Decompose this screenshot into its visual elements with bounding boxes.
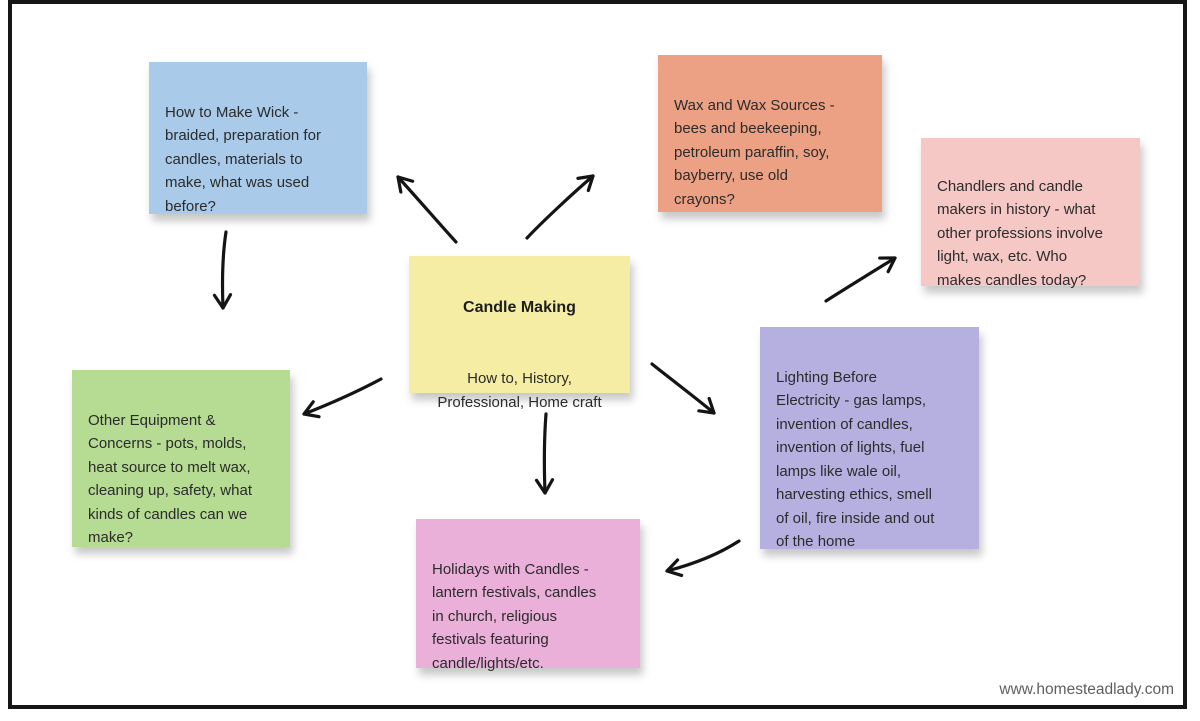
note-lighting-before-electricity: Lighting Before Electricity - gas lamps,… [760, 327, 979, 551]
watermark-url: www.homesteadlady.com [999, 681, 1174, 698]
note-how-to-make-wick: How to Make Wick - braided, preparation … [149, 62, 367, 215]
note-chandlers-history: Chandlers and candle makers in history -… [921, 138, 1140, 289]
center-title: Candle Making [463, 298, 576, 316]
arrow-lighting-to-chandlers [824, 256, 897, 303]
arrow-center-to-lighting [650, 362, 716, 415]
center-subtitle: How to, History, Professional, Home craf… [437, 369, 602, 411]
arrow-center-to-wick [396, 175, 458, 244]
arrow-center-to-wax [525, 174, 595, 240]
arrow-center-to-equipment [302, 377, 383, 419]
note-text: How to Make Wick - braided, preparation … [165, 103, 321, 215]
note-candle-making-center: Candle Making How to, History, Professio… [409, 256, 630, 411]
note-wax-sources: Wax and Wax Sources - bees and beekeepin… [658, 55, 882, 212]
note-text: Wax and Wax Sources - bees and beekeepin… [674, 96, 835, 208]
note-other-equipment: Other Equipment & Concerns - pots, molds… [72, 370, 290, 547]
arrow-center-to-holidays [534, 412, 555, 495]
note-text: Lighting Before Electricity - gas lamps,… [776, 368, 935, 551]
note-text: Other Equipment & Concerns - pots, molds… [88, 411, 252, 547]
arrow-wick-to-equipment [212, 230, 233, 310]
arrow-lighting-to-holidays [665, 539, 741, 578]
note-text: Holidays with Candles - lantern festival… [432, 560, 597, 672]
note-text: Chandlers and candle makers in history -… [937, 177, 1103, 289]
note-holidays-with-candles: Holidays with Candles - lantern festival… [416, 519, 640, 672]
